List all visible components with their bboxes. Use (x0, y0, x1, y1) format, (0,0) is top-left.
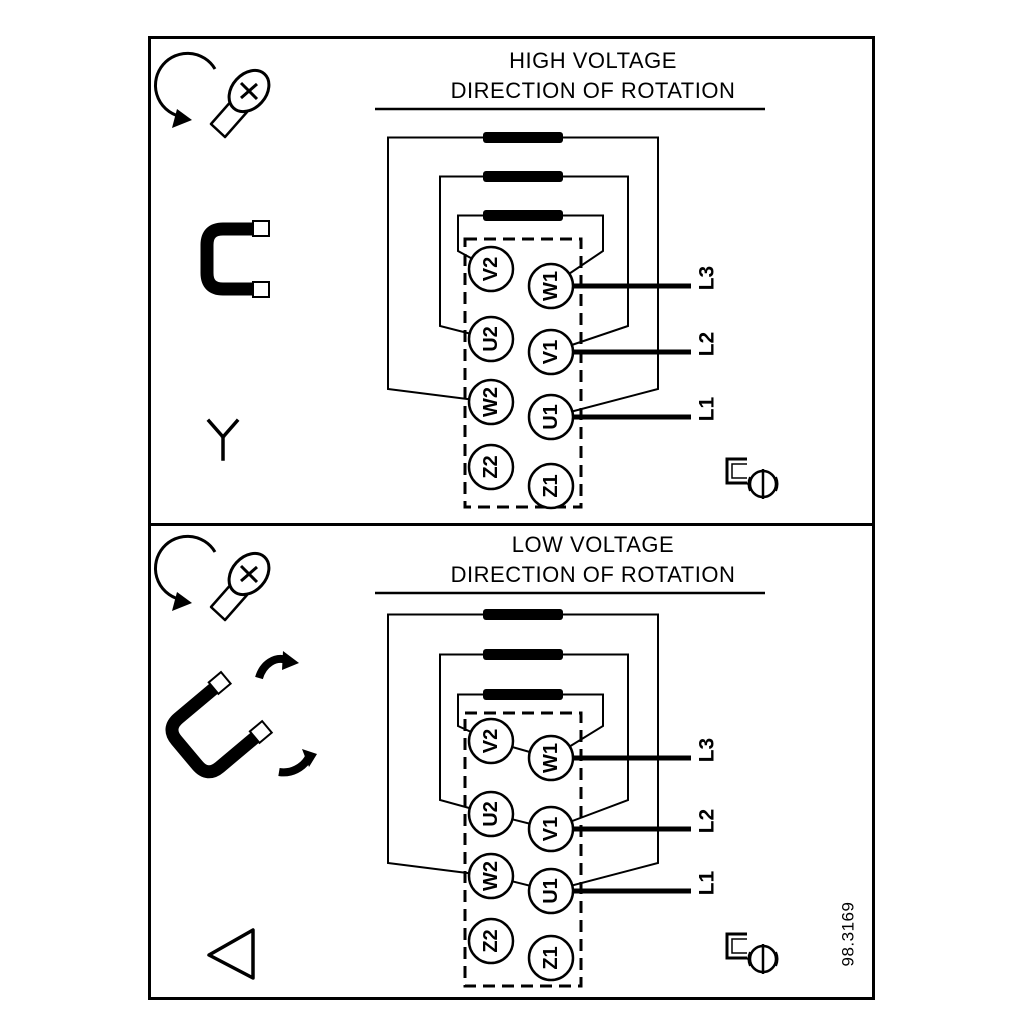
wire (550, 613, 659, 892)
low-voltage-diagram: LOW VOLTAGE DIRECTION OF ROTATION (153, 532, 858, 988)
terminal-label: U1 (540, 878, 562, 904)
terminal-label: U2 (480, 801, 502, 827)
jumper-bar (483, 689, 563, 700)
terminal-w1 (527, 734, 575, 782)
terminal-u2 (467, 315, 515, 363)
rotation-arrow-icon (278, 754, 313, 777)
terminal-w2 (467, 852, 515, 900)
supply-label-l3: L3 (696, 738, 719, 763)
supply-label-l3: L3 (696, 266, 719, 291)
wire (550, 175, 629, 353)
delta-jumper-icons (165, 651, 317, 779)
terminal-label: Z1 (540, 946, 562, 969)
jumper-bar (483, 171, 563, 182)
terminal-label: V2 (480, 729, 502, 753)
jumper-bar (483, 609, 563, 620)
terminal-w1 (527, 262, 575, 310)
wire (550, 653, 629, 830)
figure-number: 98.3169 (839, 902, 858, 967)
terminal-box (463, 237, 583, 509)
jumper-bar (483, 132, 563, 143)
terminal-label: W2 (480, 861, 502, 891)
high-voltage-diagram: HIGH VOLTAGE DIRECTION OF ROTATION V2 (153, 48, 779, 510)
terminal-v1 (527, 328, 575, 376)
supply-label-l1: L1 (696, 396, 719, 421)
terminal-label: W1 (540, 271, 562, 301)
terminal-u1 (527, 867, 575, 915)
supply-label-l2: L2 (696, 809, 719, 834)
terminal-label: W2 (480, 387, 502, 417)
jumper-bar (483, 649, 563, 660)
wire (550, 693, 604, 759)
terminal-v1 (527, 805, 575, 853)
wire (387, 136, 492, 403)
terminal-z2 (467, 443, 515, 491)
terminal-u2 (467, 790, 515, 838)
high-voltage-panel: HIGH VOLTAGE DIRECTION OF ROTATION V2 (151, 39, 872, 523)
terminal-z1 (527, 462, 575, 510)
panel-subtitle: DIRECTION OF ROTATION (451, 562, 736, 587)
terminal-v2 (467, 717, 515, 765)
jumper-bar (483, 210, 563, 221)
supply-label-l1: L1 (696, 870, 719, 895)
terminal-box (463, 711, 583, 988)
terminal-label: V2 (480, 257, 502, 281)
delta-symbol-icon (207, 928, 255, 980)
wire (550, 136, 659, 418)
terminal-v2 (467, 245, 515, 293)
terminal-label: V1 (540, 340, 562, 364)
terminal-label: U2 (480, 326, 502, 352)
panel-title: LOW VOLTAGE (512, 532, 674, 557)
terminal-label: W1 (540, 743, 562, 773)
terminal-u1 (527, 393, 575, 441)
terminal-z1 (527, 934, 575, 982)
terminal-z2 (467, 917, 515, 965)
low-voltage-panel: LOW VOLTAGE DIRECTION OF ROTATION (151, 523, 872, 997)
terminal-label: Z2 (480, 929, 502, 952)
screw-rotation-icon (153, 534, 271, 622)
terminal-label: Z2 (480, 455, 502, 478)
wire (387, 613, 492, 877)
terminal-label: U1 (540, 404, 562, 430)
terminal-label: Z1 (540, 474, 562, 497)
terminal-w2 (467, 378, 515, 426)
screw-rotation-icon (153, 51, 271, 139)
jumper-link-icon (200, 220, 270, 298)
panel-subtitle: DIRECTION OF ROTATION (451, 78, 736, 103)
terminal-label: V1 (540, 817, 562, 841)
wiring-label-frame: HIGH VOLTAGE DIRECTION OF ROTATION V2 (148, 36, 875, 1000)
ground-screw-icon (725, 932, 779, 974)
ground-screw-icon (725, 457, 779, 499)
wire (550, 214, 604, 287)
star-symbol-icon (206, 418, 240, 461)
panel-title: HIGH VOLTAGE (509, 48, 677, 73)
supply-label-l2: L2 (696, 332, 719, 357)
